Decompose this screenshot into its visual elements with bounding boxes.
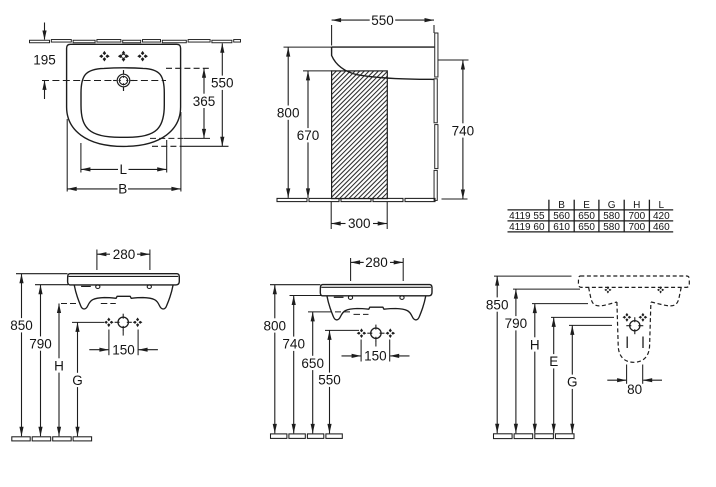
svg-text:L: L [659,200,665,211]
svg-text:G: G [72,373,83,388]
svg-text:G: G [608,200,616,211]
svg-text:80: 80 [627,382,642,397]
svg-text:700: 700 [628,222,645,233]
svg-text:700: 700 [628,211,645,222]
svg-text:790: 790 [29,337,52,352]
svg-text:365: 365 [193,94,216,109]
svg-text:195: 195 [33,52,56,67]
svg-text:H: H [530,337,540,352]
svg-text:650: 650 [578,211,595,222]
svg-text:560: 560 [553,211,570,222]
svg-text:4119 55: 4119 55 [509,211,545,222]
svg-text:610: 610 [553,222,570,233]
svg-text:850: 850 [10,318,33,333]
svg-text:B: B [118,182,127,197]
svg-text:300: 300 [348,216,371,231]
svg-text:460: 460 [653,222,670,233]
svg-text:L: L [120,162,128,177]
svg-text:550: 550 [371,13,394,28]
svg-text:B: B [558,200,565,211]
svg-text:580: 580 [603,222,620,233]
svg-text:740: 740 [282,337,305,352]
svg-text:280: 280 [365,255,388,270]
svg-text:850: 850 [486,298,509,313]
svg-text:790: 790 [505,316,528,331]
svg-text:150: 150 [112,342,135,357]
svg-text:800: 800 [277,106,300,121]
svg-text:H: H [633,200,640,211]
svg-text:E: E [549,354,558,369]
svg-text:740: 740 [452,123,475,138]
svg-text:4119 60: 4119 60 [509,222,545,233]
svg-text:670: 670 [297,128,320,143]
svg-text:280: 280 [113,247,136,262]
svg-text:G: G [567,375,578,390]
svg-text:800: 800 [264,318,287,333]
svg-text:E: E [583,200,590,211]
svg-text:650: 650 [578,222,595,233]
svg-text:420: 420 [653,211,670,222]
svg-text:580: 580 [603,211,620,222]
svg-text:650: 650 [301,356,324,371]
svg-text:550: 550 [211,76,234,91]
svg-text:H: H [54,358,64,373]
svg-text:150: 150 [364,349,387,364]
svg-text:550: 550 [318,373,341,388]
